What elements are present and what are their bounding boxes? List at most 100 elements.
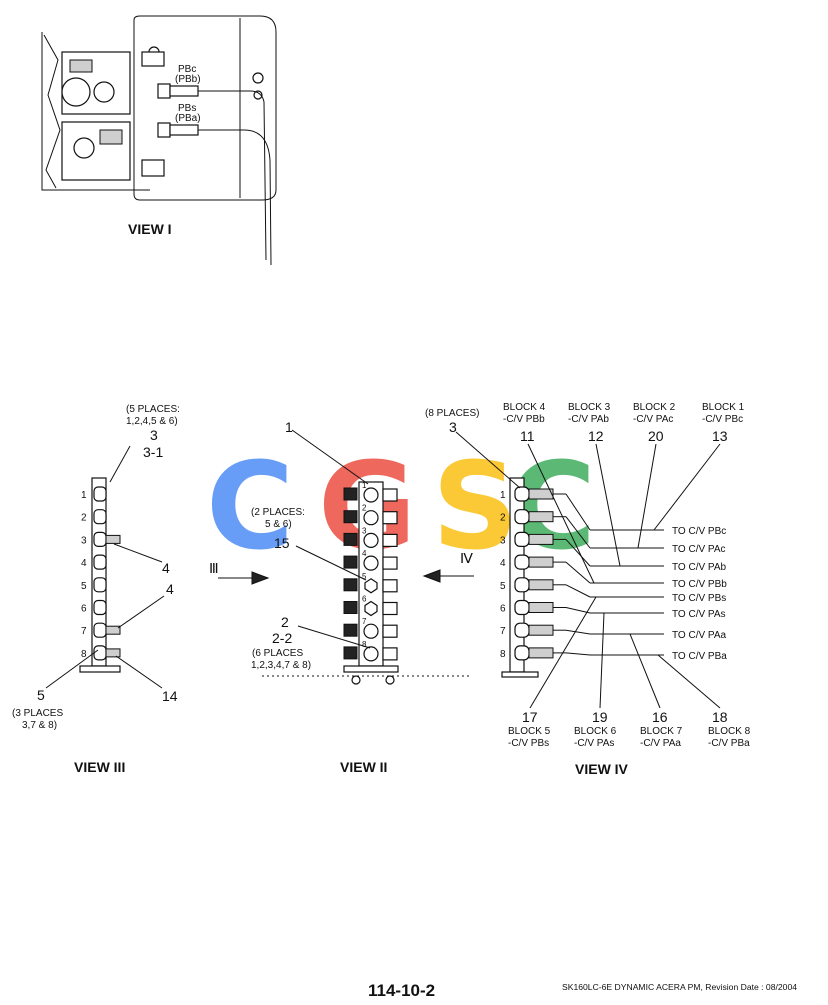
view-3-leader-3 — [109, 445, 131, 483]
view-2-round-fitting — [363, 555, 379, 571]
view-4-fitting — [514, 509, 530, 525]
view-4-top-block-cv: -C/V PAb — [568, 414, 609, 425]
view-1-drawing — [41, 15, 277, 266]
page-number: 114-10-2 — [368, 981, 435, 1000]
view-3-fitting — [93, 554, 107, 570]
view-1-plate — [99, 129, 123, 145]
view-3-leader-4b — [117, 595, 165, 629]
view-3-callout-3: 3 — [150, 427, 158, 443]
view-4-top-callout: 11 — [520, 428, 535, 444]
view-3-drawing — [45, 445, 165, 689]
view-2-right-fitting — [382, 601, 398, 616]
view-4-fitting — [514, 554, 530, 570]
view-4-bottom-callout: 16 — [652, 709, 668, 725]
view-1-plate — [69, 59, 93, 73]
view-4-bottom-block-name: BLOCK 8 — [708, 726, 751, 737]
view-2-callout-1: 1 — [285, 419, 293, 435]
view-2-round-fitting — [363, 623, 379, 639]
view-3-note-3-places: (3 PLACES — [12, 708, 63, 719]
view-4-bottom-leader — [599, 612, 605, 709]
view-2-right-fitting — [382, 647, 398, 661]
view-2-right-fitting — [382, 533, 398, 548]
view-2-right-fitting — [382, 511, 398, 525]
view-4-hose-end — [528, 511, 554, 523]
view-3-elbow — [105, 625, 121, 635]
view-4-route-line — [565, 516, 591, 549]
view-3-fitting — [93, 531, 107, 548]
view-4-port-number: 4 — [500, 558, 506, 569]
view-1-label-pba: (PBa) — [175, 113, 201, 124]
view-4-port-number: 5 — [500, 581, 506, 592]
view-4-fitting — [514, 531, 530, 548]
view-3-port-number: 5 — [81, 581, 87, 592]
view-4-destination-label: TO C/V PAc — [672, 544, 726, 555]
view-3-note-5-places-list: 1,2,4,5 & 6) — [126, 416, 178, 427]
view-4-hose-end — [528, 579, 554, 591]
view-3-port-number: 6 — [81, 604, 87, 615]
view-4-bottom-callout: 17 — [522, 709, 538, 725]
view-3-port-number: 8 — [81, 649, 87, 660]
view-2-callout-2: 2 — [281, 614, 289, 630]
view-2-hex-fitting — [364, 600, 378, 617]
view-4-bottom-block-name: BLOCK 6 — [574, 726, 617, 737]
view-4-route-line — [565, 584, 591, 598]
view-4-top-callout: 12 — [588, 428, 604, 444]
view-4-route-line — [565, 607, 591, 614]
view-3-elbow — [105, 534, 121, 544]
view-2-left-plug — [343, 510, 358, 524]
view-1-left-edge — [41, 32, 150, 191]
view-2-port-number: 5 — [362, 572, 367, 581]
view-3-note-5-places: (5 PLACES: — [126, 404, 180, 415]
view-4-arrow-label: Ⅳ — [460, 550, 473, 566]
view-1-bolt — [252, 72, 264, 84]
view-4-route-line — [565, 629, 591, 635]
view-2-note-2-places: (2 PLACES: — [251, 507, 305, 518]
view-2-fittings — [343, 487, 398, 662]
view-4-route-line — [565, 493, 591, 531]
view-4-title: VIEW IV — [575, 761, 629, 777]
view-2-note-2-places-list: 5 & 6) — [265, 519, 292, 530]
view-1-label-pbc: PBc — [178, 64, 196, 75]
view-2-round-fitting — [363, 646, 379, 662]
view-4-destination-label: TO C/V PBa — [672, 651, 727, 662]
view-1-title: VIEW I — [128, 221, 172, 237]
view-2-bolt — [351, 675, 361, 685]
view-4-top-block-name: BLOCK 4 — [503, 402, 546, 413]
view-4-top-leader — [527, 443, 595, 584]
view-3-fitting — [93, 509, 107, 525]
view-2-drawing — [218, 429, 474, 685]
view-2-port-number: 6 — [362, 595, 367, 604]
view-3-callout-14: 14 — [162, 688, 178, 704]
view-2-left-plug — [343, 646, 358, 660]
view-3-port-number: 1 — [81, 490, 87, 501]
view-4-manifold-bar — [509, 477, 525, 673]
view-3-fitting — [93, 599, 107, 616]
view-1-port — [73, 137, 95, 159]
view-2-round-fitting — [363, 487, 379, 503]
view-4-top-block-cv: -C/V PBc — [702, 414, 743, 425]
view-2-port-number: 2 — [362, 504, 367, 513]
view-4-top-block-name: BLOCK 2 — [633, 402, 676, 413]
view-4-top-block-name: BLOCK 3 — [568, 402, 611, 413]
view-4-fitting — [514, 622, 530, 638]
view-2-right-fitting — [382, 488, 398, 502]
view-4-leader-3 — [455, 431, 521, 489]
view-2-title: VIEW II — [340, 759, 387, 775]
view-4-bottom-callout: 18 — [712, 709, 728, 725]
view-1-housing — [133, 15, 277, 201]
view-4-port-number: 7 — [500, 626, 506, 637]
view-2-port-number: 1 — [362, 481, 367, 490]
view-4-destination-label: TO C/V PAa — [672, 630, 727, 641]
view-4-port-number: 8 — [500, 649, 506, 660]
view-3-port-number: 4 — [81, 558, 87, 569]
view-4-fitting — [514, 577, 530, 593]
view-4-top-callout: 20 — [648, 428, 664, 444]
view-4-bottom-callout: 19 — [592, 709, 608, 725]
view-3-fitting — [93, 486, 107, 502]
view-4-fittings — [514, 486, 566, 661]
view-4-port-number: 1 — [500, 490, 506, 501]
view-4-arrow-head — [422, 569, 441, 583]
